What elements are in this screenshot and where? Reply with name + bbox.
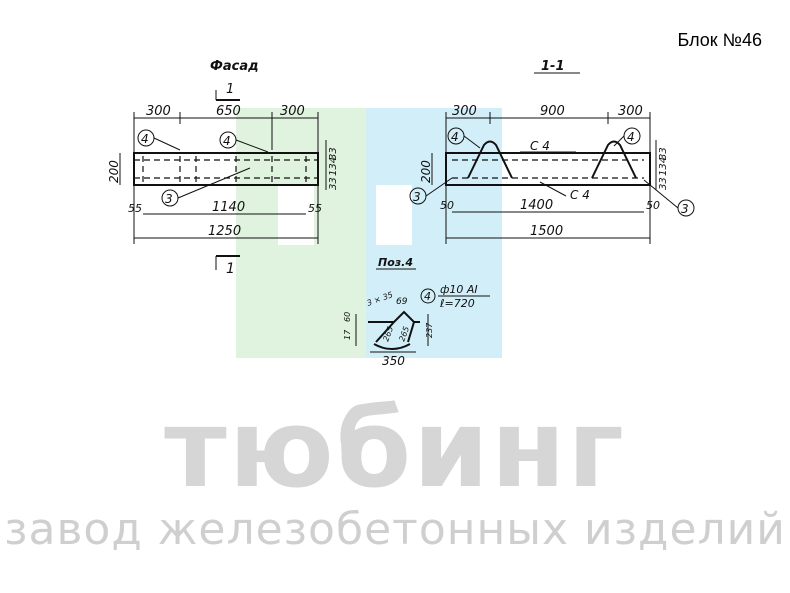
section-callout-3a: 3 <box>413 190 421 204</box>
section-dim-900: 900 <box>540 104 565 119</box>
facade-dim-300-right: 300 <box>280 104 305 119</box>
section-dim-33-top: 33 <box>658 147 669 160</box>
pos4-dim-265a: 265 <box>381 325 395 342</box>
lifting-loop-right <box>591 140 637 179</box>
pos4-title: Поз.4 <box>378 256 413 269</box>
pos4-loop-legs <box>375 321 415 343</box>
facade-dim-1250: 1250 <box>208 224 241 239</box>
facade-dim-33-bottom: 33 <box>328 177 339 190</box>
section-title: 1-1 <box>541 59 565 74</box>
facade-dim-1140: 1140 <box>212 200 245 215</box>
pos4-callout-circle <box>420 288 436 304</box>
pos4-loop-top <box>368 310 420 323</box>
section-dim-50-right: 50 <box>646 199 660 212</box>
pos4-dim-17: 17 <box>343 329 352 340</box>
facade-callout-4a: 4 <box>141 132 149 146</box>
pos4-callout: 4 <box>424 290 431 303</box>
pos4-dim-350: 350 <box>382 354 405 368</box>
facade-dim-55-right: 55 <box>308 202 322 215</box>
section-dim-200: 200 <box>419 160 433 183</box>
pos4-dim-60: 60 <box>343 312 352 322</box>
section-dim-50-left: 50 <box>440 199 454 212</box>
facade-view: Фасад 1 300 650 300 <box>107 59 339 277</box>
section-dim-300-right: 300 <box>618 104 643 119</box>
section-dim-1500: 1500 <box>530 224 563 239</box>
block-title: Блок №46 <box>677 30 762 50</box>
pos4-spec-length: ℓ=720 <box>439 297 475 310</box>
section-leader-4b <box>613 135 625 147</box>
section-leader-3b <box>643 179 679 209</box>
section-mark-top-label: 1 <box>226 82 234 97</box>
facade-dim-200: 200 <box>107 160 121 183</box>
technical-drawing: Фасад 1 300 650 300 <box>107 59 695 368</box>
facade-dim-650: 650 <box>216 104 241 119</box>
facade-title: Фасад <box>210 59 259 74</box>
facade-dim-55-left: 55 <box>128 202 142 215</box>
lifting-loop-left <box>467 140 513 179</box>
pos4-dim-3x35: 3 × 35 <box>366 290 395 308</box>
section-dim-134: 134 <box>658 157 669 176</box>
section-callout-4a: 4 <box>451 130 459 144</box>
section-label-c4-bottom: С 4 <box>570 188 590 202</box>
section-dim-33-bottom: 33 <box>658 177 669 190</box>
facade-dim-300-left: 300 <box>146 104 171 119</box>
section-leader-4a <box>463 135 481 149</box>
pos4-detail: Поз.4 4 ф10 АI ℓ=720 3 × 35 69 17 60 237… <box>343 256 490 368</box>
facade-dim-33-top: 33 <box>328 147 339 160</box>
section-dim-1400: 1400 <box>520 198 553 213</box>
facade-leader-3 <box>177 167 251 199</box>
pos4-dim-237: 237 <box>425 322 434 338</box>
section-leader-c4-bottom <box>539 181 567 197</box>
facade-callout-4b: 4 <box>223 134 231 148</box>
watermark-tagline: завод железобетонных изделий <box>4 504 786 555</box>
section-callout-3b: 3 <box>681 202 689 216</box>
pos4-loop-bottom <box>373 343 411 350</box>
section-label-c4-top: С 4 <box>530 139 550 153</box>
section-dim-300-left: 300 <box>452 104 477 119</box>
logo-cutout-right <box>376 185 412 245</box>
facade-slab-outline <box>133 152 319 186</box>
pos4-dim-69: 69 <box>396 297 408 307</box>
section-mark-bottom-label: 1 <box>226 261 235 277</box>
section-view: 1-1 300 900 300 С 4 С 4 4 <box>409 59 695 244</box>
facade-callout-3: 3 <box>165 192 173 206</box>
section-slab-outline <box>445 152 651 186</box>
facade-leader-4b <box>235 139 269 153</box>
facade-dim-134: 134 <box>328 157 339 176</box>
section-leader-3a <box>425 177 453 197</box>
section-callout-4b: 4 <box>627 130 635 144</box>
watermark-brand: тюбинг <box>164 387 626 512</box>
logo-cutout-left <box>278 185 314 245</box>
pos4-spec-diameter: ф10 АI <box>440 283 478 296</box>
facade-leader-4a <box>153 137 181 151</box>
